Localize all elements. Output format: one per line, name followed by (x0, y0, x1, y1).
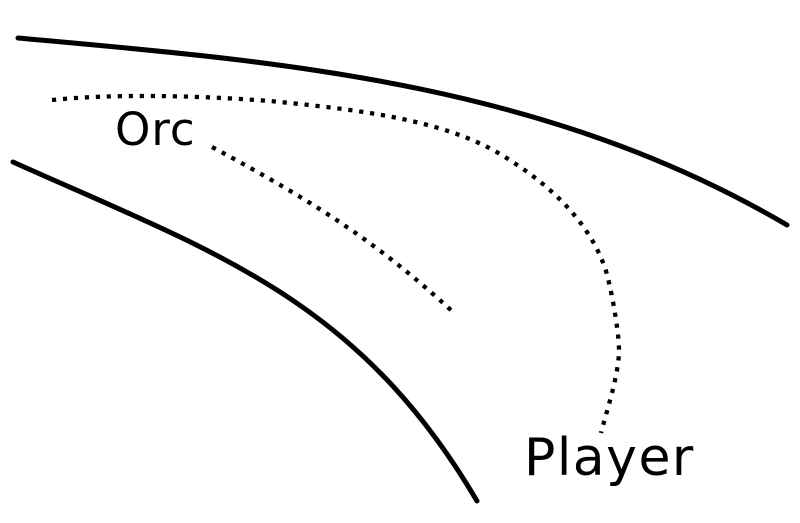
orc-path-curve (210, 145, 455, 314)
road-inner-curve (10, 159, 480, 504)
player-label: Player (524, 428, 695, 488)
road-outer-curve (15, 35, 790, 228)
orc-label: Orc (115, 103, 196, 156)
